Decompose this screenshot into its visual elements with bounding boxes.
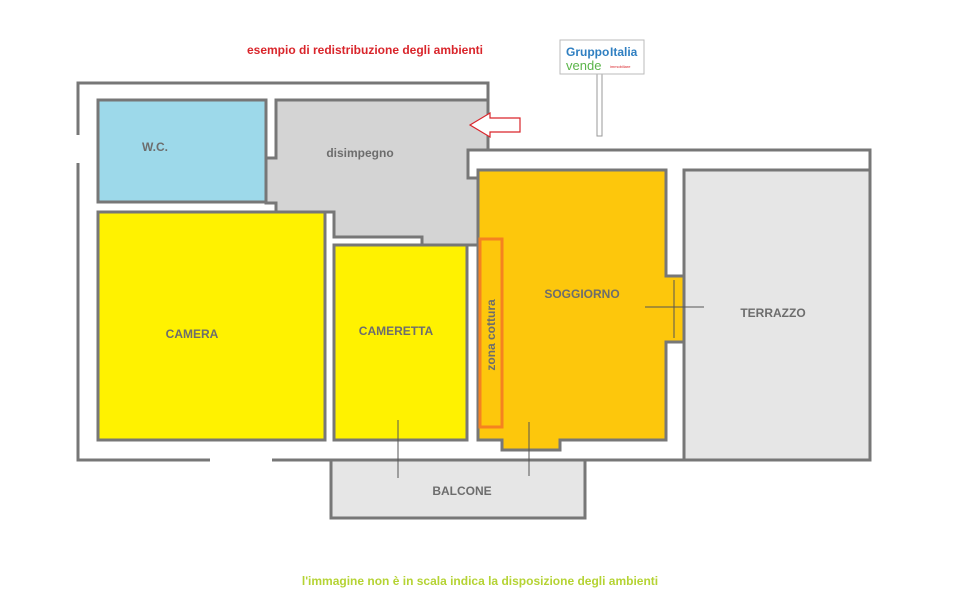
- terrazzo-label: TERRAZZO: [740, 306, 805, 320]
- zona-cottura-label: zona cottura: [484, 299, 498, 371]
- cameretta-label: CAMERETTA: [359, 324, 434, 338]
- logo-vende: vende: [566, 58, 601, 73]
- logo-gruppo: Gruppo: [566, 45, 609, 59]
- disimpegno-label: disimpegno: [326, 146, 393, 160]
- zona-cottura-area: [478, 237, 504, 429]
- wc-room: [96, 98, 268, 204]
- logo-tag: immobiliare: [610, 64, 631, 69]
- scale-note: l'immagine non è in scala indica la disp…: [301, 574, 659, 588]
- window-openings: [75, 135, 272, 463]
- balcone-label: BALCONE: [432, 484, 491, 498]
- soggiorno-label: SOGGIORNO: [544, 287, 619, 301]
- wc-label: W.C.: [142, 140, 168, 154]
- soggiorno-room: [476, 168, 686, 452]
- door-marks: [397, 280, 704, 478]
- camera-label: CAMERA: [166, 327, 219, 341]
- camera-room: [96, 210, 327, 442]
- logo-italia: Italia: [610, 45, 638, 59]
- balcone-room: [329, 458, 587, 520]
- sign-logo: Gruppo Italia vende immobiliare: [559, 39, 645, 137]
- cameretta-room: [332, 243, 469, 442]
- terrazzo-room: [682, 168, 872, 462]
- plan-title: esempio di redistribuzione degli ambient…: [246, 43, 484, 57]
- disimpegno-room: [264, 98, 490, 247]
- entrance-arrow-icon: [468, 111, 521, 139]
